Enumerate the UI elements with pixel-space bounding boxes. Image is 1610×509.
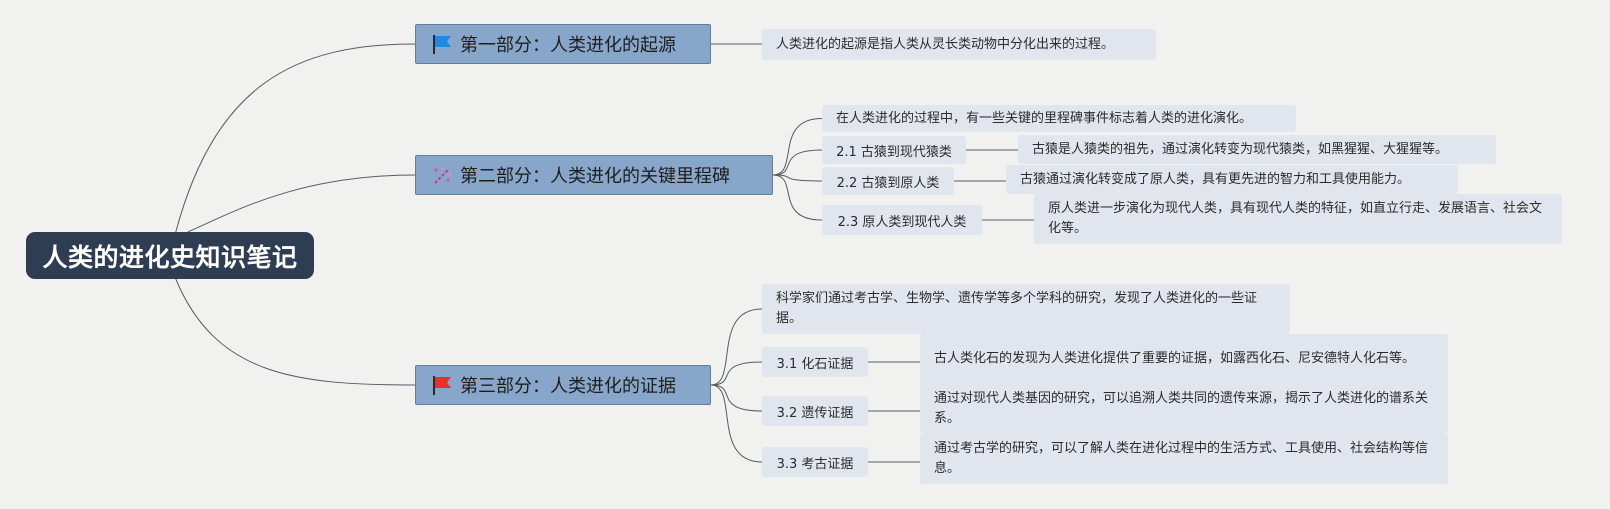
section-3-topic[interactable]: 第三部分：人类进化的证据 (415, 365, 711, 405)
section-2-topic[interactable]: 第二部分：人类进化的关键里程碑 (415, 155, 773, 195)
section-2-item-1[interactable]: 2.1 古猿到现代猿类 (822, 136, 966, 164)
section-3-item-1[interactable]: 3.1 化石证据 (762, 347, 868, 377)
section-2-item-3[interactable]: 2.3 原人类到现代人类 (822, 205, 982, 235)
root-to-section-1-connector (175, 43, 416, 233)
section-1-label: 第一部分：人类进化的起源 (460, 35, 676, 56)
section-3-label: 第三部分：人类进化的证据 (460, 376, 676, 397)
confetti-sparkle-icon (434, 166, 452, 184)
section-3-item-3-connector (710, 384, 763, 463)
section-2-item-2-detail[interactable]: 古猿通过演化转变成了原人类，具有更先进的智力和工具使用能力。 (1006, 165, 1458, 194)
root-topic[interactable]: 人类的进化史知识笔记 (26, 232, 314, 279)
section-1-intro[interactable]: 人类进化的起源是指人类从灵长类动物中分化出来的过程。 (762, 29, 1156, 60)
section-3-item-2[interactable]: 3.2 遗传证据 (762, 396, 868, 426)
section-2-item-3-connector (772, 174, 823, 221)
section-2-intro-connector (772, 118, 823, 176)
section-2-item-3-detail[interactable]: 原人类进一步演化为现代人类，具有现代人类的特征，如直立行走、发展语言、社会文化等… (1034, 194, 1562, 244)
section-2-label: 第二部分：人类进化的关键里程碑 (460, 166, 730, 187)
section-3-item-1-connector (710, 361, 763, 386)
red-flag-icon (433, 376, 451, 395)
section-2-item-2-connector (772, 174, 823, 182)
root-to-section-3-connector (175, 278, 416, 386)
section-3-item-3-detail[interactable]: 通过考古学的研究，可以了解人类在进化过程中的生活方式、工具使用、社会结构等信息。 (920, 434, 1448, 484)
blue-flag-icon (433, 35, 451, 54)
section-2-item-2[interactable]: 2.2 古猿到原人类 (822, 167, 954, 195)
section-3-item-3[interactable]: 3.3 考古证据 (762, 447, 868, 477)
section-3-item-2-connector (710, 384, 763, 412)
section-2-item-1-detail[interactable]: 古猿是人猿类的祖先，通过演化转变为现代猿类，如黑猩猩、大猩猩等。 (1018, 135, 1496, 164)
section-1-topic[interactable]: 第一部分：人类进化的起源 (415, 24, 711, 64)
section-3-intro[interactable]: 科学家们通过考古学、生物学、遗传学等多个学科的研究，发现了人类进化的一些证据。 (762, 284, 1290, 334)
section-2-item-1-connector (772, 149, 823, 176)
root-to-section-2-connector (187, 174, 416, 233)
section-3-item-1-detail[interactable]: 古人类化石的发现为人类进化提供了重要的证据，如露西化石、尼安德特人化石等。 (920, 334, 1448, 384)
section-3-item-2-detail[interactable]: 通过对现代人类基因的研究，可以追溯人类共同的遗传来源，揭示了人类进化的谱系关系。 (920, 384, 1448, 434)
section-3-intro-connector (710, 308, 763, 386)
section-2-intro[interactable]: 在人类进化的过程中，有一些关键的里程碑事件标志着人类的进化演化。 (822, 105, 1296, 132)
